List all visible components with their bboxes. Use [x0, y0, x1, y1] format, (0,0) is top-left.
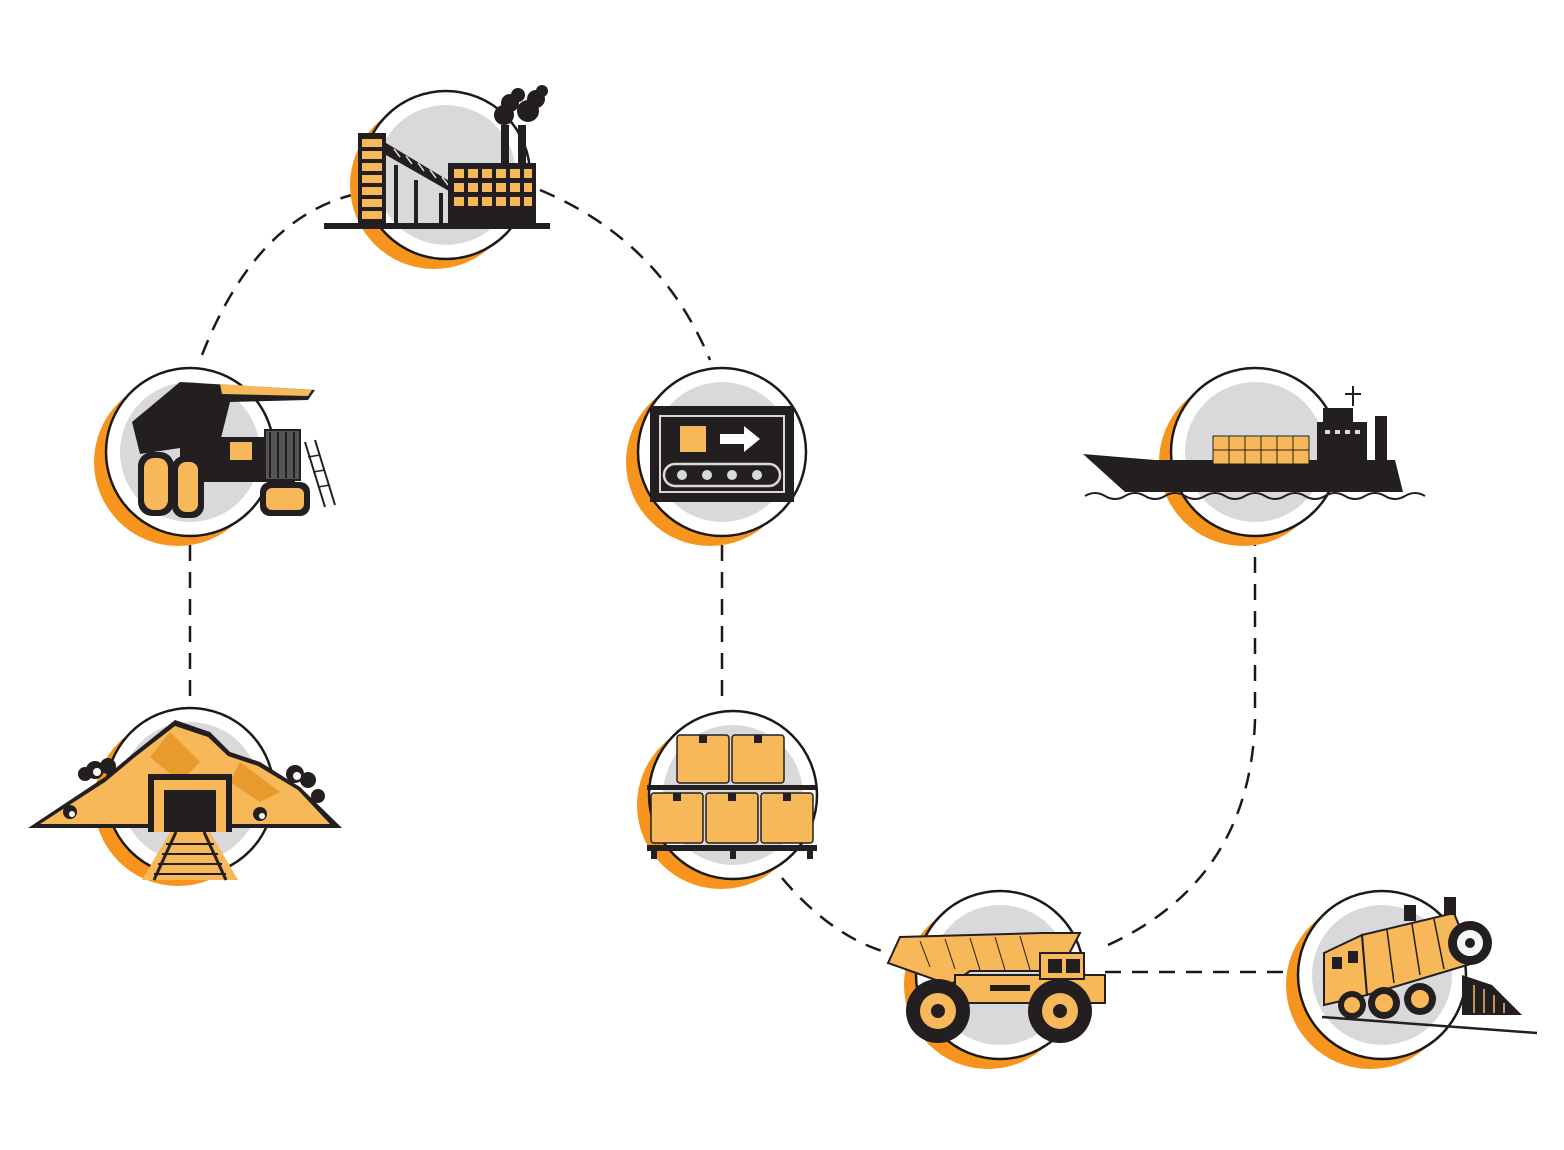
- node-mine: [28, 706, 342, 886]
- connector-processing-plant-to-conveyor: [539, 188, 712, 361]
- node-haul-truck: [94, 366, 336, 546]
- node-warehouse: [637, 709, 819, 889]
- node-train: [1286, 889, 1538, 1069]
- connector-dump-truck-to-cargo-ship: [1107, 545, 1257, 947]
- mine-entrance-icon: [28, 720, 342, 881]
- node-conveyor: [626, 366, 808, 546]
- stacked-boxes-icon: [647, 734, 817, 859]
- container-ship-icon: [1083, 386, 1426, 500]
- connector-warehouse-to-dump-truck: [781, 877, 886, 954]
- factory-icon: [324, 85, 550, 229]
- dump-truck-icon: [886, 932, 1106, 1043]
- steam-locomotive-icon: [1321, 897, 1538, 1035]
- node-dump-truck: [886, 889, 1106, 1069]
- connectors: [188, 188, 1290, 974]
- node-processing-plant: [324, 85, 550, 269]
- connector-haul-truck-to-processing-plant: [200, 193, 353, 356]
- mining-haul-truck-icon: [132, 382, 336, 518]
- conveyor-belt-icon: [650, 406, 794, 502]
- node-cargo-ship: [1083, 366, 1426, 546]
